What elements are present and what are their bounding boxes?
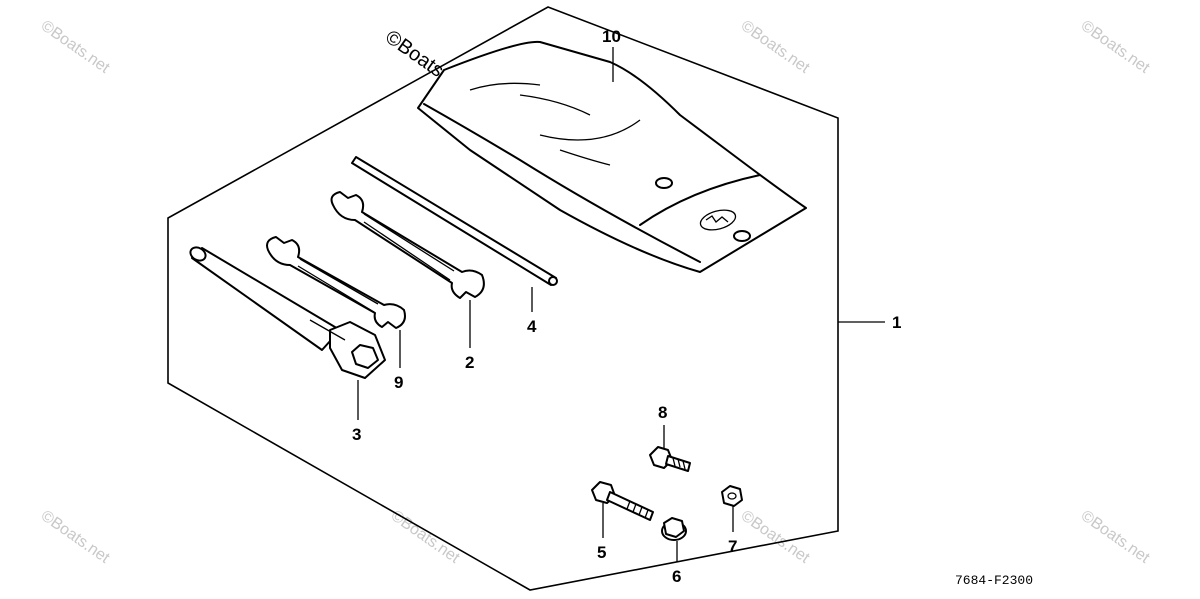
callout-6: 6 (672, 567, 681, 586)
callout-4: 4 (527, 317, 537, 336)
watermark-tile: ©Boats.net (38, 17, 113, 77)
callout-1: 1 (892, 313, 901, 332)
callout-9: 9 (394, 373, 403, 392)
diagram-code: 7684-F2300 (955, 573, 1033, 588)
watermark-tile: ©Boats.net (38, 507, 113, 567)
callout-7: 7 (728, 537, 737, 556)
callout-2: 2 (465, 353, 474, 372)
box-wrench (189, 246, 386, 379)
callout-10: 10 (602, 27, 621, 46)
callout-5: 5 (597, 543, 606, 562)
bolt-long (591, 481, 654, 521)
flange-nut (661, 517, 687, 541)
watermark-tile: ©Boats.net (388, 507, 463, 567)
watermark-tile: ©Boats.net (738, 17, 813, 77)
callout-8: 8 (658, 403, 667, 422)
hex-nut (721, 485, 743, 507)
open-end-wrench-large (330, 191, 485, 299)
watermark-tile: ©Boats.net (1078, 507, 1153, 567)
leader-lines (357, 47, 885, 562)
bolt-small (649, 446, 691, 472)
callout-3: 3 (352, 425, 361, 444)
kit-outline (167, 6, 839, 591)
rod-tool (351, 156, 558, 286)
open-end-wrench-small (266, 236, 406, 329)
tool-bag (417, 40, 807, 273)
watermark-tile: ©Boats.net (1078, 17, 1153, 77)
